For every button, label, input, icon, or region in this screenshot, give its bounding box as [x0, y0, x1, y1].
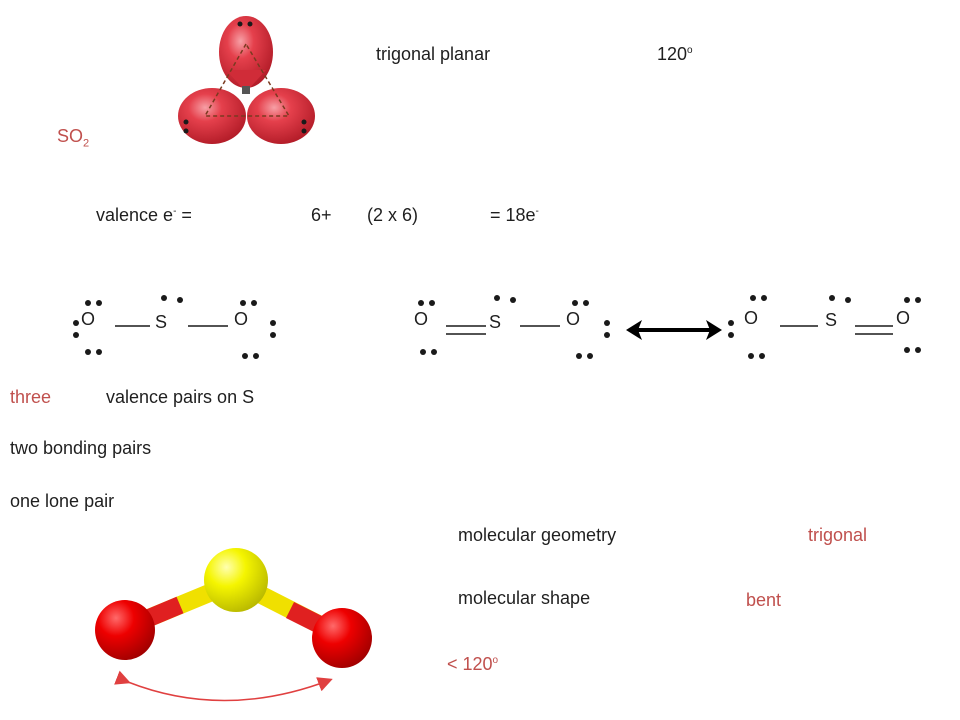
trigonal-orbital-model [178, 16, 315, 144]
lewis-structure-1 [73, 295, 276, 359]
lewis2-oxygen-left: O [414, 309, 429, 329]
oxygen-atom-right [312, 608, 372, 668]
lewis1-sulfur: S [155, 312, 168, 332]
molecular-shape-label: molecular shape [458, 588, 591, 608]
valence-term-sulfur: 6+ [311, 205, 332, 225]
lewis-structure-2 [418, 295, 610, 359]
bond-angle-arrow [114, 670, 333, 702]
valence-term-oxygen: (2 x 6) [367, 205, 419, 225]
lewis3-oxygen-left: O [744, 308, 759, 328]
geometry-name: trigonal planar [376, 44, 491, 64]
molecular-geometry-label: molecular geometry [458, 525, 617, 545]
lewis-structure-3 [728, 295, 921, 359]
resonance-arrow [626, 320, 722, 340]
pair-count-word: three [10, 387, 52, 407]
lewis3-sulfur: S [825, 310, 838, 330]
actual-bond-angle: < 120o [447, 654, 499, 674]
oxygen-atom-left [95, 600, 155, 660]
molecular-geometry-value: trigonal [808, 525, 868, 545]
lewis3-oxygen-right: O [896, 308, 911, 328]
bent-molecule-model [95, 548, 372, 702]
orbital-lobe-left [178, 88, 246, 144]
orbital-lobe-right [247, 88, 315, 144]
sulfur-atom [204, 548, 268, 612]
lewis2-sulfur: S [489, 312, 502, 332]
lewis1-oxygen-left: O [81, 309, 96, 329]
pair-count-text: valence pairs on S [106, 387, 255, 407]
lewis1-oxygen-right: O [234, 309, 249, 329]
ideal-bond-angle: 120o [657, 44, 693, 64]
molecular-shape-value: bent [746, 590, 782, 610]
lewis2-oxygen-right: O [566, 309, 581, 329]
lone-pair-text: one lone pair [10, 491, 115, 511]
molecule-formula: SO2 [57, 126, 90, 150]
valence-total: = 18e- [490, 205, 539, 225]
bonding-pairs-text: two bonding pairs [10, 438, 152, 458]
valence-electrons-label: valence e- = [96, 205, 192, 225]
